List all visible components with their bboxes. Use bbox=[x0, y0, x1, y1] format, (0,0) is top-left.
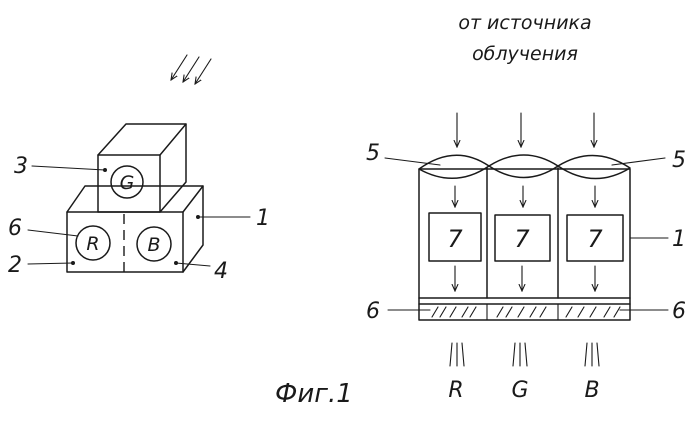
filter-circle-g: G bbox=[111, 166, 143, 198]
figure-caption: Фиг.1 bbox=[275, 379, 353, 409]
output-rays bbox=[450, 343, 599, 366]
callout-2: 2 bbox=[8, 253, 22, 278]
channel-label-r: R bbox=[86, 233, 99, 255]
callout-5-left: 5 bbox=[366, 141, 380, 166]
sensor-cell-2: 7 bbox=[495, 215, 550, 261]
sensor-cell-1: 7 bbox=[429, 213, 481, 261]
input-arrows bbox=[457, 113, 594, 147]
output-label-b: B bbox=[584, 378, 599, 403]
source-label-line1: от источника bbox=[458, 12, 591, 34]
filter-circle-r: R bbox=[76, 226, 110, 260]
channel-label-b: B bbox=[147, 234, 160, 256]
callout-6-right-left: 6 bbox=[366, 299, 380, 324]
output-label-r: R bbox=[448, 378, 463, 403]
cell-label-2: 7 bbox=[514, 225, 530, 253]
microlens-array bbox=[419, 155, 630, 179]
inner-arrows-top bbox=[455, 186, 595, 207]
channel-label-g: G bbox=[120, 172, 135, 194]
filter-circle-b: B bbox=[137, 227, 171, 261]
callout-3: 3 bbox=[14, 154, 28, 179]
inner-arrows-bottom bbox=[455, 266, 595, 291]
source-label-line2: облучения bbox=[472, 43, 578, 65]
filter-layer bbox=[419, 298, 630, 320]
callout-1-right: 1 bbox=[672, 227, 686, 252]
filter-hatching bbox=[432, 307, 620, 317]
callout-6-right-right: 6 bbox=[672, 299, 686, 324]
sensor-cell-3: 7 bbox=[567, 215, 623, 261]
output-label-g: G bbox=[511, 378, 528, 403]
callout-5-right: 5 bbox=[672, 148, 686, 173]
incident-light-arrows bbox=[171, 55, 211, 84]
cell-label-3: 7 bbox=[587, 225, 603, 253]
cell-label-1: 7 bbox=[447, 225, 463, 253]
callout-4: 4 bbox=[214, 259, 228, 284]
top-cube bbox=[98, 124, 186, 212]
callout-1-left: 1 bbox=[256, 206, 270, 231]
callout-6-left: 6 bbox=[8, 216, 22, 241]
